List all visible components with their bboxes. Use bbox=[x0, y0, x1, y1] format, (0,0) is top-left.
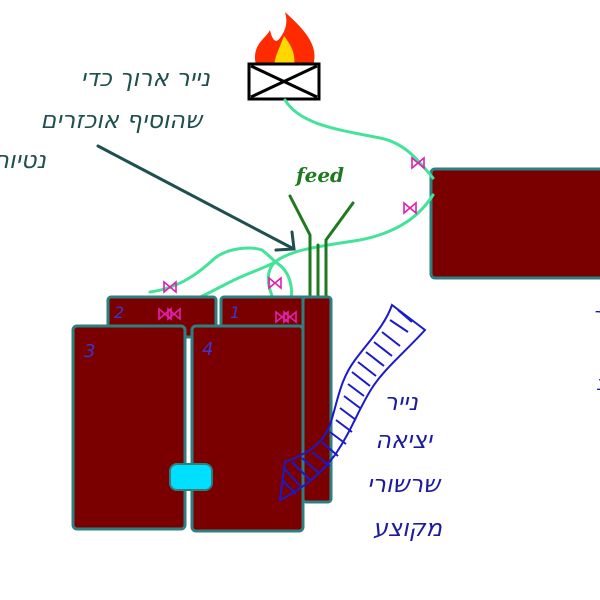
roll-outline bbox=[278, 303, 427, 502]
arrow-head bbox=[274, 230, 296, 252]
paper-note: נייר ארוך כדי שהוסיף אוכזרים נטיות bbox=[0, 64, 210, 174]
cutoff-char: נ bbox=[596, 371, 600, 395]
note-line-1: נייר ארוך כדי bbox=[81, 64, 211, 92]
latch-icon bbox=[169, 463, 213, 491]
out-line-4: מקוצע bbox=[373, 514, 443, 542]
valve-icon bbox=[158, 307, 172, 321]
valve-icon bbox=[403, 201, 417, 215]
cutoff-char: ו bbox=[599, 337, 600, 361]
panel-number-3: 3 bbox=[84, 341, 95, 362]
out-line-3: שרשורי bbox=[367, 470, 442, 498]
cutoff-char: ר bbox=[593, 303, 600, 327]
paper-out-label: נייר יציאה שרשורי מקוצע bbox=[367, 388, 443, 542]
panel-3 bbox=[71, 324, 187, 531]
burner-cross bbox=[250, 64, 318, 99]
valve-icon bbox=[268, 276, 282, 290]
valve-icon bbox=[283, 310, 297, 324]
panel-number-1: 1 bbox=[230, 303, 240, 322]
burner-icon bbox=[247, 12, 321, 101]
tube-panel2 bbox=[148, 246, 264, 294]
valves bbox=[158, 156, 425, 324]
note-line-2: שהוסיף אוכזרים bbox=[40, 106, 204, 134]
panel-number-4: 4 bbox=[202, 339, 213, 360]
cutoff-glyphs: ר ו נ bbox=[593, 303, 600, 395]
note-arrow bbox=[96, 144, 296, 252]
arrow-shaft bbox=[96, 144, 294, 250]
out-line-1: נייר bbox=[384, 388, 418, 416]
panel-4 bbox=[190, 324, 305, 533]
tube-branch bbox=[260, 248, 277, 264]
roll-hatching bbox=[281, 309, 413, 495]
valve-icon bbox=[167, 307, 181, 321]
feed-label: feed bbox=[294, 163, 344, 187]
valve-icon bbox=[163, 280, 177, 294]
out-line-2: יציאה bbox=[375, 426, 433, 454]
valve-icon bbox=[411, 156, 425, 170]
note-line-3: נטיות bbox=[0, 146, 46, 174]
right-chamber bbox=[429, 167, 600, 280]
panel-number-2: 2 bbox=[114, 303, 124, 322]
paper-roll bbox=[278, 303, 427, 502]
tube-burner bbox=[283, 98, 435, 180]
